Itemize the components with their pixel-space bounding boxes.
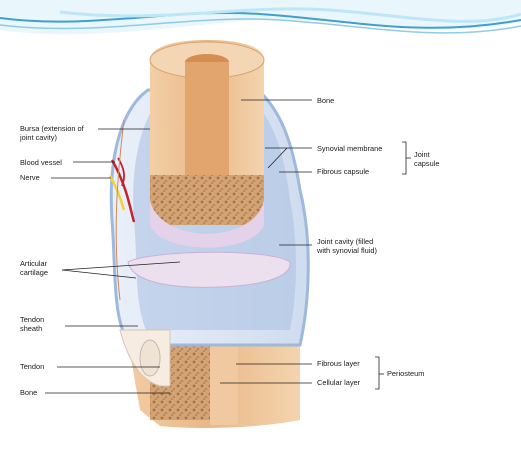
label-periosteum: Periosteum bbox=[387, 369, 425, 378]
upper-bone bbox=[149, 40, 265, 248]
label-joint-cavity-line2: with synovial fluid) bbox=[317, 246, 377, 255]
label-bone-bottom: Bone bbox=[20, 388, 38, 397]
label-joint-cavity-line1: Joint cavity (filled bbox=[317, 237, 374, 246]
label-tendon-sheath-line1: Tendon bbox=[20, 315, 45, 324]
label-bone-top: Bone bbox=[317, 96, 335, 105]
label-blood-vessel: Blood vessel bbox=[20, 158, 62, 167]
label-bursa-line2: joint cavity) bbox=[20, 133, 57, 142]
label-cellular-layer: Cellular layer bbox=[317, 378, 361, 387]
articular-cartilage bbox=[127, 251, 291, 288]
label-fibrous-capsule: Fibrous capsule bbox=[317, 167, 370, 176]
label-synovial-membrane: Synovial membrane bbox=[317, 144, 383, 153]
tendon-shape bbox=[119, 329, 171, 387]
label-articular-line1: Articular bbox=[20, 259, 48, 268]
label-tendon: Tendon bbox=[20, 362, 45, 371]
label-tendon-sheath-line2: sheath bbox=[20, 324, 43, 333]
label-joint-capsule-line1: Joint bbox=[414, 150, 430, 159]
vessel-nerve bbox=[108, 119, 136, 301]
label-articular-line2: cartilage bbox=[20, 268, 48, 277]
header-wave bbox=[0, 0, 521, 35]
leader-lines bbox=[45, 99, 411, 394]
label-nerve: Nerve bbox=[20, 173, 40, 182]
label-bursa-line1: Bursa (extension of bbox=[20, 124, 84, 133]
label-fibrous-layer: Fibrous layer bbox=[317, 359, 360, 368]
label-joint-capsule-line2: capsule bbox=[414, 159, 440, 168]
